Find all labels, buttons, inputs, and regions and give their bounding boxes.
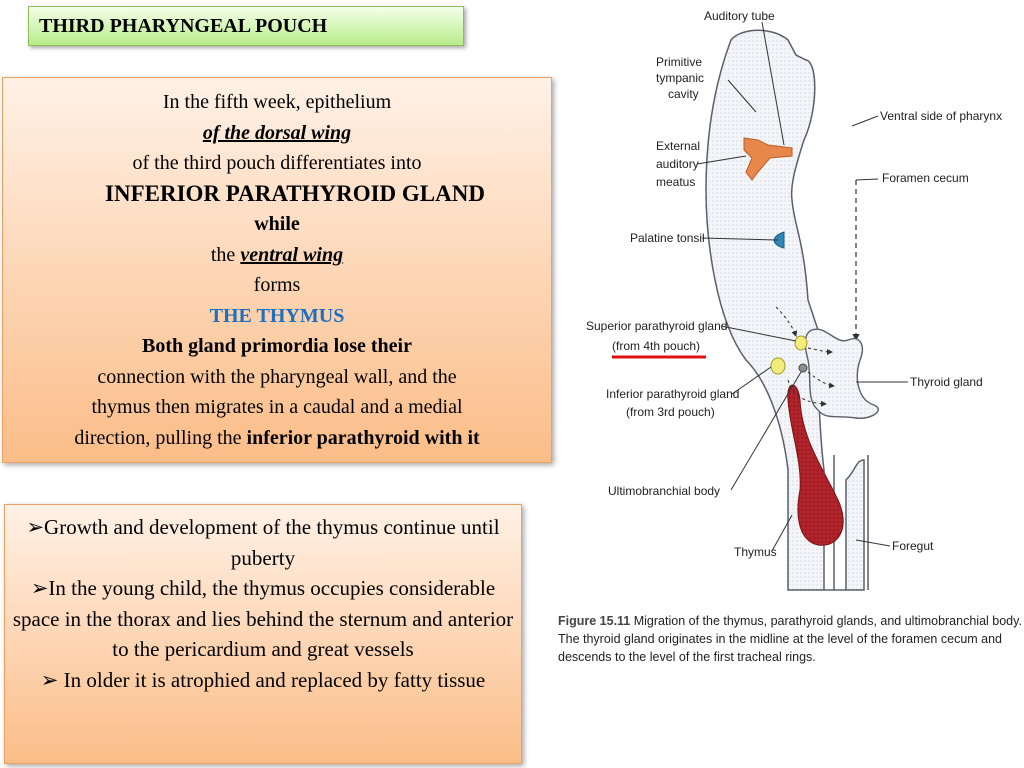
label-inferior-1: Inferior parathyroid gland	[606, 387, 739, 401]
para1-line11: thymus then migrates in a caudal and a m…	[91, 396, 463, 418]
dorsal-ventral-wing-box: In the fifth week, epithelium of the dor…	[2, 77, 552, 463]
figure-caption: Figure 15.11 Migration of the thymus, pa…	[558, 612, 1024, 666]
para1-while: while	[3, 209, 551, 240]
primordia-text: Both gland primordia lose their	[141, 335, 412, 357]
inferior-parathyroid-text: inferior parathyroid with it	[246, 426, 480, 449]
label-foramen-cecum: Foramen cecum	[882, 171, 969, 185]
para1-line9: Both gland primordia lose their	[3, 331, 551, 362]
migration-arrow-3	[787, 379, 827, 407]
para1-line3: of the third pouch differentiates into	[132, 152, 422, 174]
migration-arrow-1	[807, 347, 833, 355]
caption-text: Migration of the thymus, parathyroid gla…	[558, 614, 1022, 664]
label-ultimobranchial: Ultimobranchial body	[608, 484, 720, 498]
label-thyroid: Thyroid gland	[910, 375, 983, 389]
thymus-growth-box: ➢Growth and development of the thymus co…	[4, 504, 522, 764]
para1-forms: forms	[253, 274, 301, 296]
label-primitive-2: tympanic	[656, 71, 704, 85]
inferior-parathyroid-heading: INFERIOR PARATHYROID GLAND	[105, 180, 485, 206]
auditory-meatus-shape	[743, 137, 793, 181]
para1-line12: direction, pulling the inferior parathyr…	[3, 423, 551, 454]
bullet-older: ➢ In older it is atrophied and replaced …	[40, 667, 486, 692]
label-palatine-tonsil: Palatine tonsil	[630, 231, 705, 245]
caption-figure-number: Figure 15.11	[558, 614, 631, 628]
label-superior-1: Superior parathyroid gland	[586, 319, 727, 333]
ultimobranchial-body	[798, 363, 808, 373]
leader-lines	[696, 21, 908, 552]
figure-illustration: Auditory tube Primitive tympanic cavity …	[586, 9, 1002, 591]
while-text: while	[254, 213, 300, 235]
thyroid-gland-shape	[804, 328, 880, 419]
migration-arrow-4	[775, 306, 798, 337]
thymus-heading: THE THYMUS	[209, 304, 345, 327]
slide-title: THIRD PHARYNGEAL POUCH	[28, 6, 464, 46]
thymus-shape	[787, 384, 844, 546]
thymus-migration-figure: Auditory tube Primitive tympanic cavity …	[556, 0, 1024, 700]
inferior-parathyroid	[770, 357, 786, 375]
label-external-3: meatus	[656, 175, 695, 189]
bullet-young-child: ➢In the young child, the thymus occupies…	[12, 576, 514, 661]
para1-line2: of the dorsal wing	[3, 118, 551, 149]
label-thymus: Thymus	[734, 545, 777, 559]
bullet-growth: ➢Growth and development of the thymus co…	[26, 515, 500, 570]
para1-line1: In the fifth week, epithelium	[162, 91, 392, 113]
label-external-1: External	[656, 139, 700, 153]
label-external-2: auditory	[656, 157, 699, 171]
label-primitive-3: cavity	[668, 87, 699, 101]
label-superior-2: (from 4th pouch)	[612, 339, 700, 353]
pharynx-outline	[705, 29, 865, 591]
direction-text: direction, pulling the	[74, 426, 247, 449]
label-foregut: Foregut	[892, 539, 934, 553]
label-primitive-1: Primitive	[656, 55, 702, 69]
para1-line6: the ventral wing	[3, 240, 551, 271]
label-ventral-side: Ventral side of pharynx	[880, 109, 1002, 123]
dorsal-wing-text: of the dorsal wing	[202, 121, 352, 144]
para1-line10: connection with the pharyngeal wall, and…	[97, 365, 457, 388]
migration-arrow-2	[807, 371, 835, 389]
palatine-tonsil-shape	[773, 231, 785, 249]
superior-parathyroid	[794, 335, 808, 351]
ventral-wing-text: ventral wing	[240, 243, 344, 266]
label-inferior-2: (from 3rd pouch)	[626, 405, 715, 419]
the-text: the	[210, 243, 241, 266]
label-auditory-tube: Auditory tube	[704, 9, 775, 23]
